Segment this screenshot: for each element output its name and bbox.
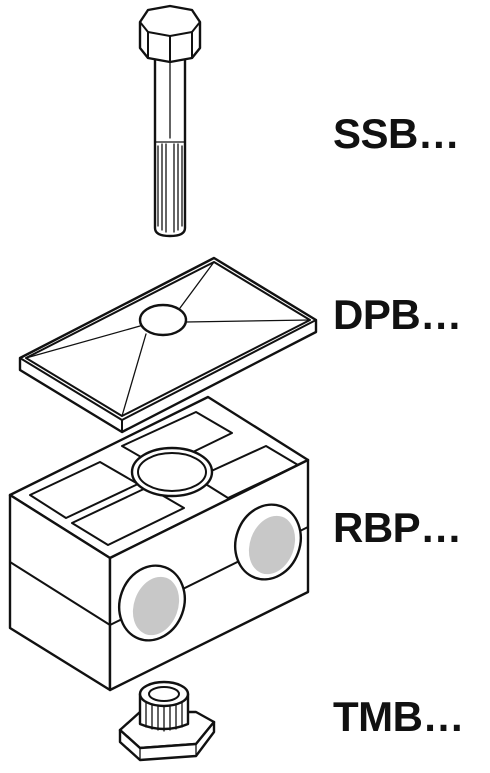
ssb-part-label: SSB… [333, 110, 460, 157]
rbp-part-label: RBP… [333, 504, 462, 551]
hex-bolt-icon [138, 4, 202, 238]
dpb-part-label: DPB… [333, 291, 462, 338]
tmb-part-label: TMB… [333, 693, 464, 740]
clamp-body-icon [8, 395, 310, 692]
cover-plate-icon [18, 256, 318, 434]
weld-nut-icon [118, 680, 216, 762]
